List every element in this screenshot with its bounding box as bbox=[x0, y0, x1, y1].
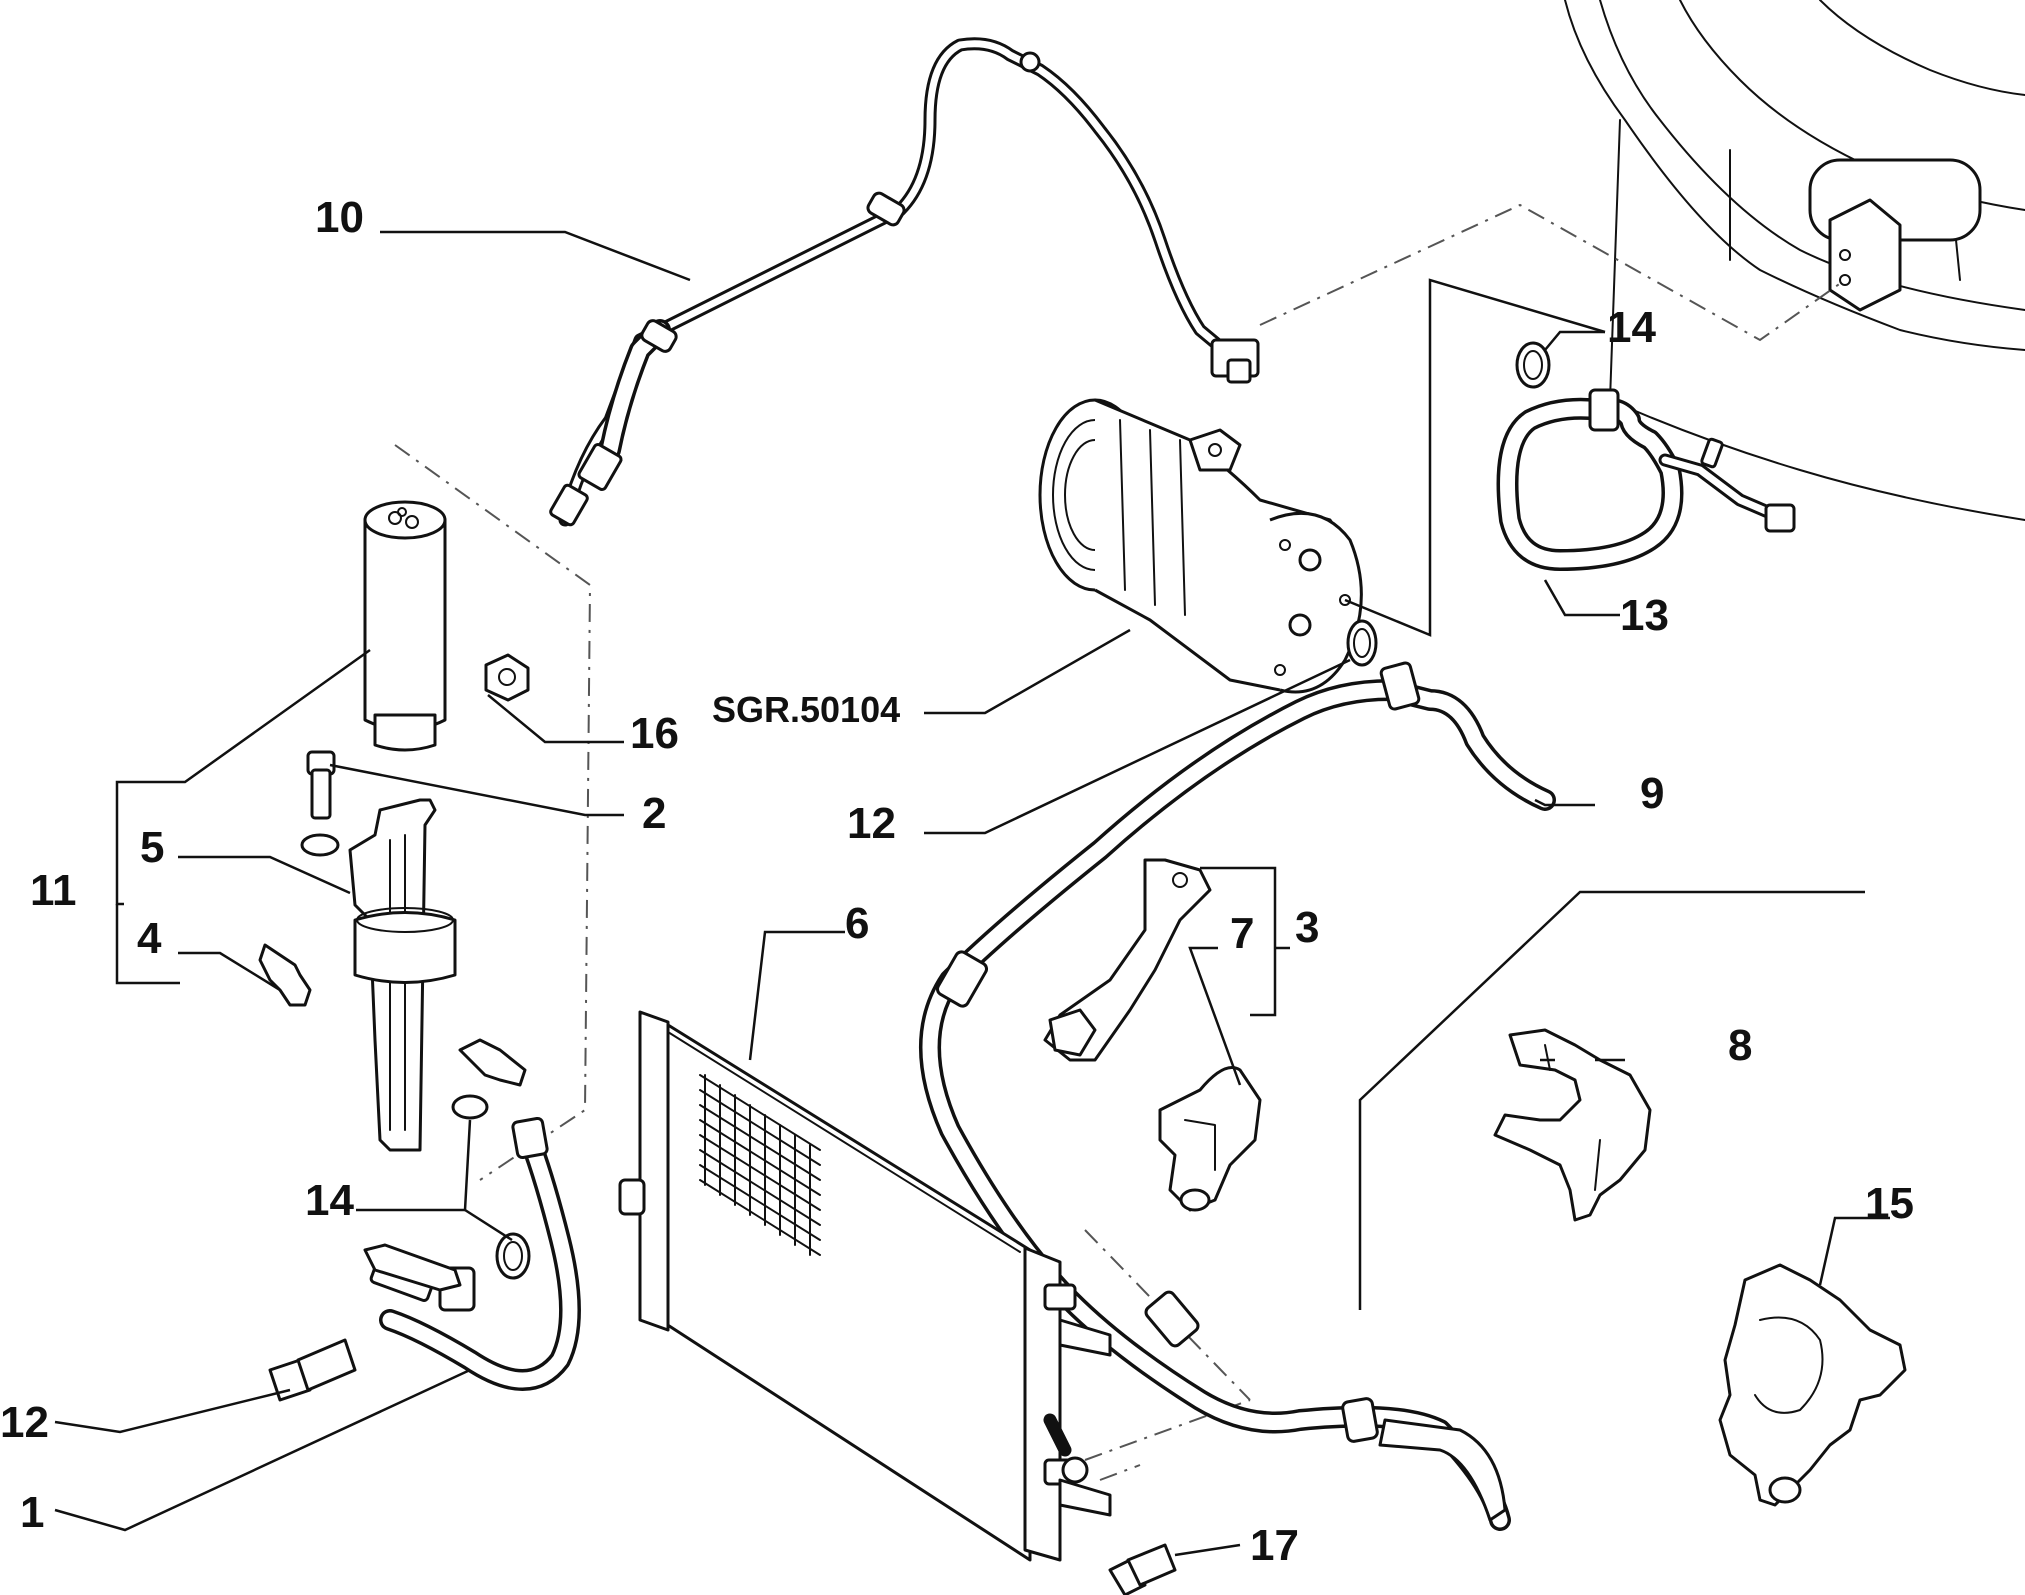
callout-17: 17 bbox=[1250, 1521, 1299, 1570]
condenser-grille bbox=[699, 1074, 821, 1256]
callout-5: 5 bbox=[140, 823, 164, 872]
callout-9: 9 bbox=[1640, 769, 1664, 818]
part-6-condenser bbox=[618, 1010, 1112, 1562]
reference-code: SGR.50104 bbox=[712, 689, 900, 730]
callout-1: 1 bbox=[20, 1488, 44, 1537]
callout-4: 4 bbox=[137, 914, 162, 963]
callout-10: 10 bbox=[315, 193, 364, 242]
vehicle-body-outline bbox=[1564, 0, 2025, 521]
part-8-clip bbox=[1493, 1028, 1652, 1222]
callouts: 10 14 13 16 2 5 11 4 12 9 7 3 6 8 14 15 … bbox=[0, 193, 1914, 1570]
part-15-clamp bbox=[1718, 1263, 1907, 1507]
callout-16: 16 bbox=[630, 709, 679, 758]
compressor bbox=[1038, 398, 1363, 694]
callout-6: 6 bbox=[845, 899, 869, 948]
part-3-bracket bbox=[1043, 858, 1212, 1062]
part-12-bolt bbox=[268, 1338, 357, 1402]
part-5-bracket bbox=[300, 798, 457, 1152]
callout-15: 15 bbox=[1865, 1179, 1914, 1228]
callout-7: 7 bbox=[1230, 909, 1254, 958]
callout-8: 8 bbox=[1728, 1021, 1752, 1070]
part-16-nut bbox=[484, 653, 530, 702]
part-10-pressure-line bbox=[549, 37, 1260, 527]
part-4-bolt bbox=[258, 943, 312, 1007]
callout-14-bottom: 14 bbox=[305, 1176, 354, 1225]
callout-2: 2 bbox=[642, 789, 666, 838]
part-7-clip bbox=[1158, 1066, 1262, 1212]
callout-12-bottom: 12 bbox=[0, 1398, 49, 1447]
leader-lines bbox=[54, 230, 1890, 1557]
part-17-bolt bbox=[1108, 1543, 1177, 1595]
callout-3: 3 bbox=[1295, 903, 1319, 952]
part-9-hose bbox=[919, 619, 1556, 1531]
part-2-bolt bbox=[306, 750, 336, 820]
callout-14-top: 14 bbox=[1607, 303, 1656, 352]
callout-13: 13 bbox=[1620, 591, 1669, 640]
callout-11: 11 bbox=[30, 866, 77, 915]
part-1-line bbox=[363, 1038, 581, 1391]
callout-12-middle: 12 bbox=[847, 799, 896, 848]
receiver-drier bbox=[363, 500, 447, 752]
part-13-hose bbox=[1496, 341, 1796, 571]
